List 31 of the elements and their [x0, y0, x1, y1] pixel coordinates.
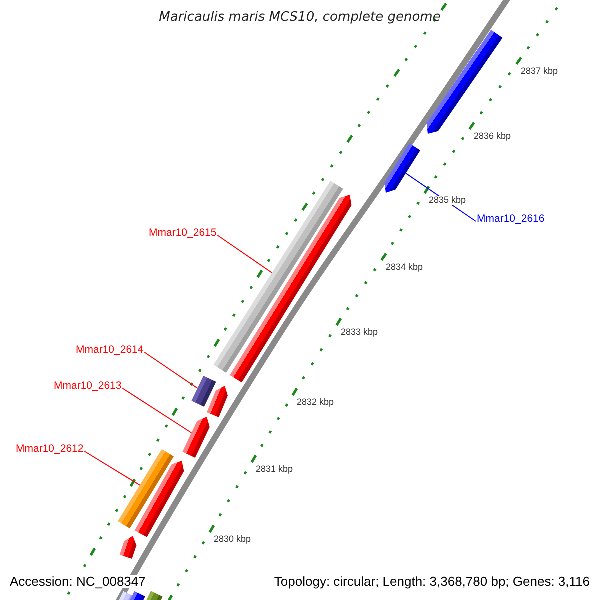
gene-label: Mmar10_2615 [149, 228, 217, 238]
gene-block [192, 376, 216, 408]
gene-feature [182, 417, 210, 458]
diagram-title: Maricaulis maris MCS10, complete genome [158, 11, 442, 24]
leader-line [144, 352, 198, 389]
genome-info-text: Topology: circular; Length: 3,368,780 bp; Genes: 3,116 [274, 575, 590, 588]
gene-feature [134, 461, 184, 538]
scale-label: 2833 kbp [341, 328, 378, 337]
gene-feature [207, 386, 228, 418]
gene-block [146, 591, 163, 600]
leader-line [84, 451, 141, 486]
leader-line [122, 388, 192, 434]
scale-label: 2837 kbp [521, 67, 558, 76]
gene-label: Mmar10_2614 [76, 345, 144, 356]
gene-label: Mmar10_2616 [477, 214, 545, 224]
scale-label: 2835 kbp [429, 196, 466, 205]
scale-label: 2836 kbp [474, 132, 512, 141]
scale-label: 2834 kbp [386, 263, 424, 272]
gene-label: Mmar10_2612 [16, 444, 84, 454]
gene-block [130, 591, 146, 600]
gene-feature [426, 30, 503, 134]
leader-line [217, 235, 273, 274]
accession-text: Accession: NC_008347 [10, 575, 146, 588]
gene-feature [120, 536, 137, 560]
gene-block [118, 591, 134, 600]
gene-label: Mmar10_2613 [54, 381, 122, 392]
scale-label: 2832 kbp [297, 398, 334, 407]
scale-label: 2831 kbp [256, 465, 294, 474]
scale-label: 2830 kbp [214, 535, 252, 544]
gene-feature [384, 144, 420, 193]
gene-block [118, 449, 174, 529]
